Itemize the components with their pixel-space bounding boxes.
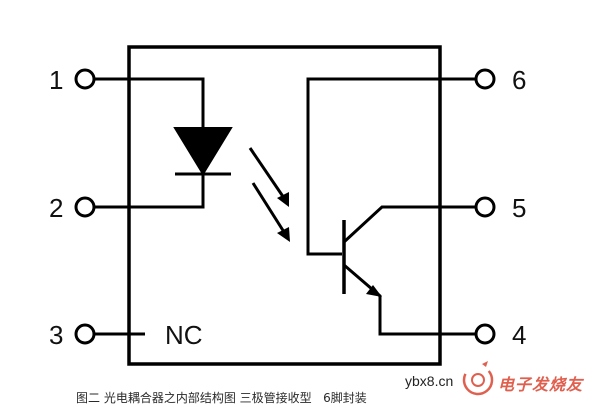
figure-caption: 图二 光电耦合器之内部结构图 三极管接收型 6脚封装 (76, 391, 367, 405)
light-arrows (248, 147, 290, 242)
light-arrow-lower (251, 182, 286, 233)
pin-4-number: 4 (512, 320, 526, 350)
pin-4-terminal (474, 323, 496, 345)
pin-6-number: 6 (512, 65, 526, 95)
watermark-logo-icon (462, 361, 494, 396)
pin-6-terminal (474, 68, 496, 90)
transistor-emitter-lead (343, 263, 476, 336)
light-arrow-upper-head (277, 192, 289, 207)
pin-5-terminal (474, 196, 496, 218)
watermark-url: ybx8.cn (405, 373, 454, 389)
transistor-emitter-arrow (366, 285, 382, 297)
pin-1-number: 1 (49, 65, 63, 95)
watermark-brand: 电子发烧友 (498, 375, 584, 394)
light-arrow-upper (248, 147, 286, 199)
transistor-collector-lead (342, 205, 476, 244)
pin-2-terminal (74, 196, 96, 218)
pin-3-terminal (74, 323, 96, 345)
nc-label: NC (165, 320, 203, 350)
led-diode-triangle (173, 127, 233, 176)
pin-2-lead (94, 174, 205, 209)
pin-5-number: 5 (512, 193, 526, 223)
pin-3-number: 3 (49, 320, 63, 350)
pin-1-lead (94, 77, 205, 128)
light-arrow-lower-head (277, 227, 290, 242)
pin-6-lead (306, 77, 476, 256)
pin-2-number: 2 (49, 193, 63, 223)
pin-1-terminal (74, 68, 96, 90)
